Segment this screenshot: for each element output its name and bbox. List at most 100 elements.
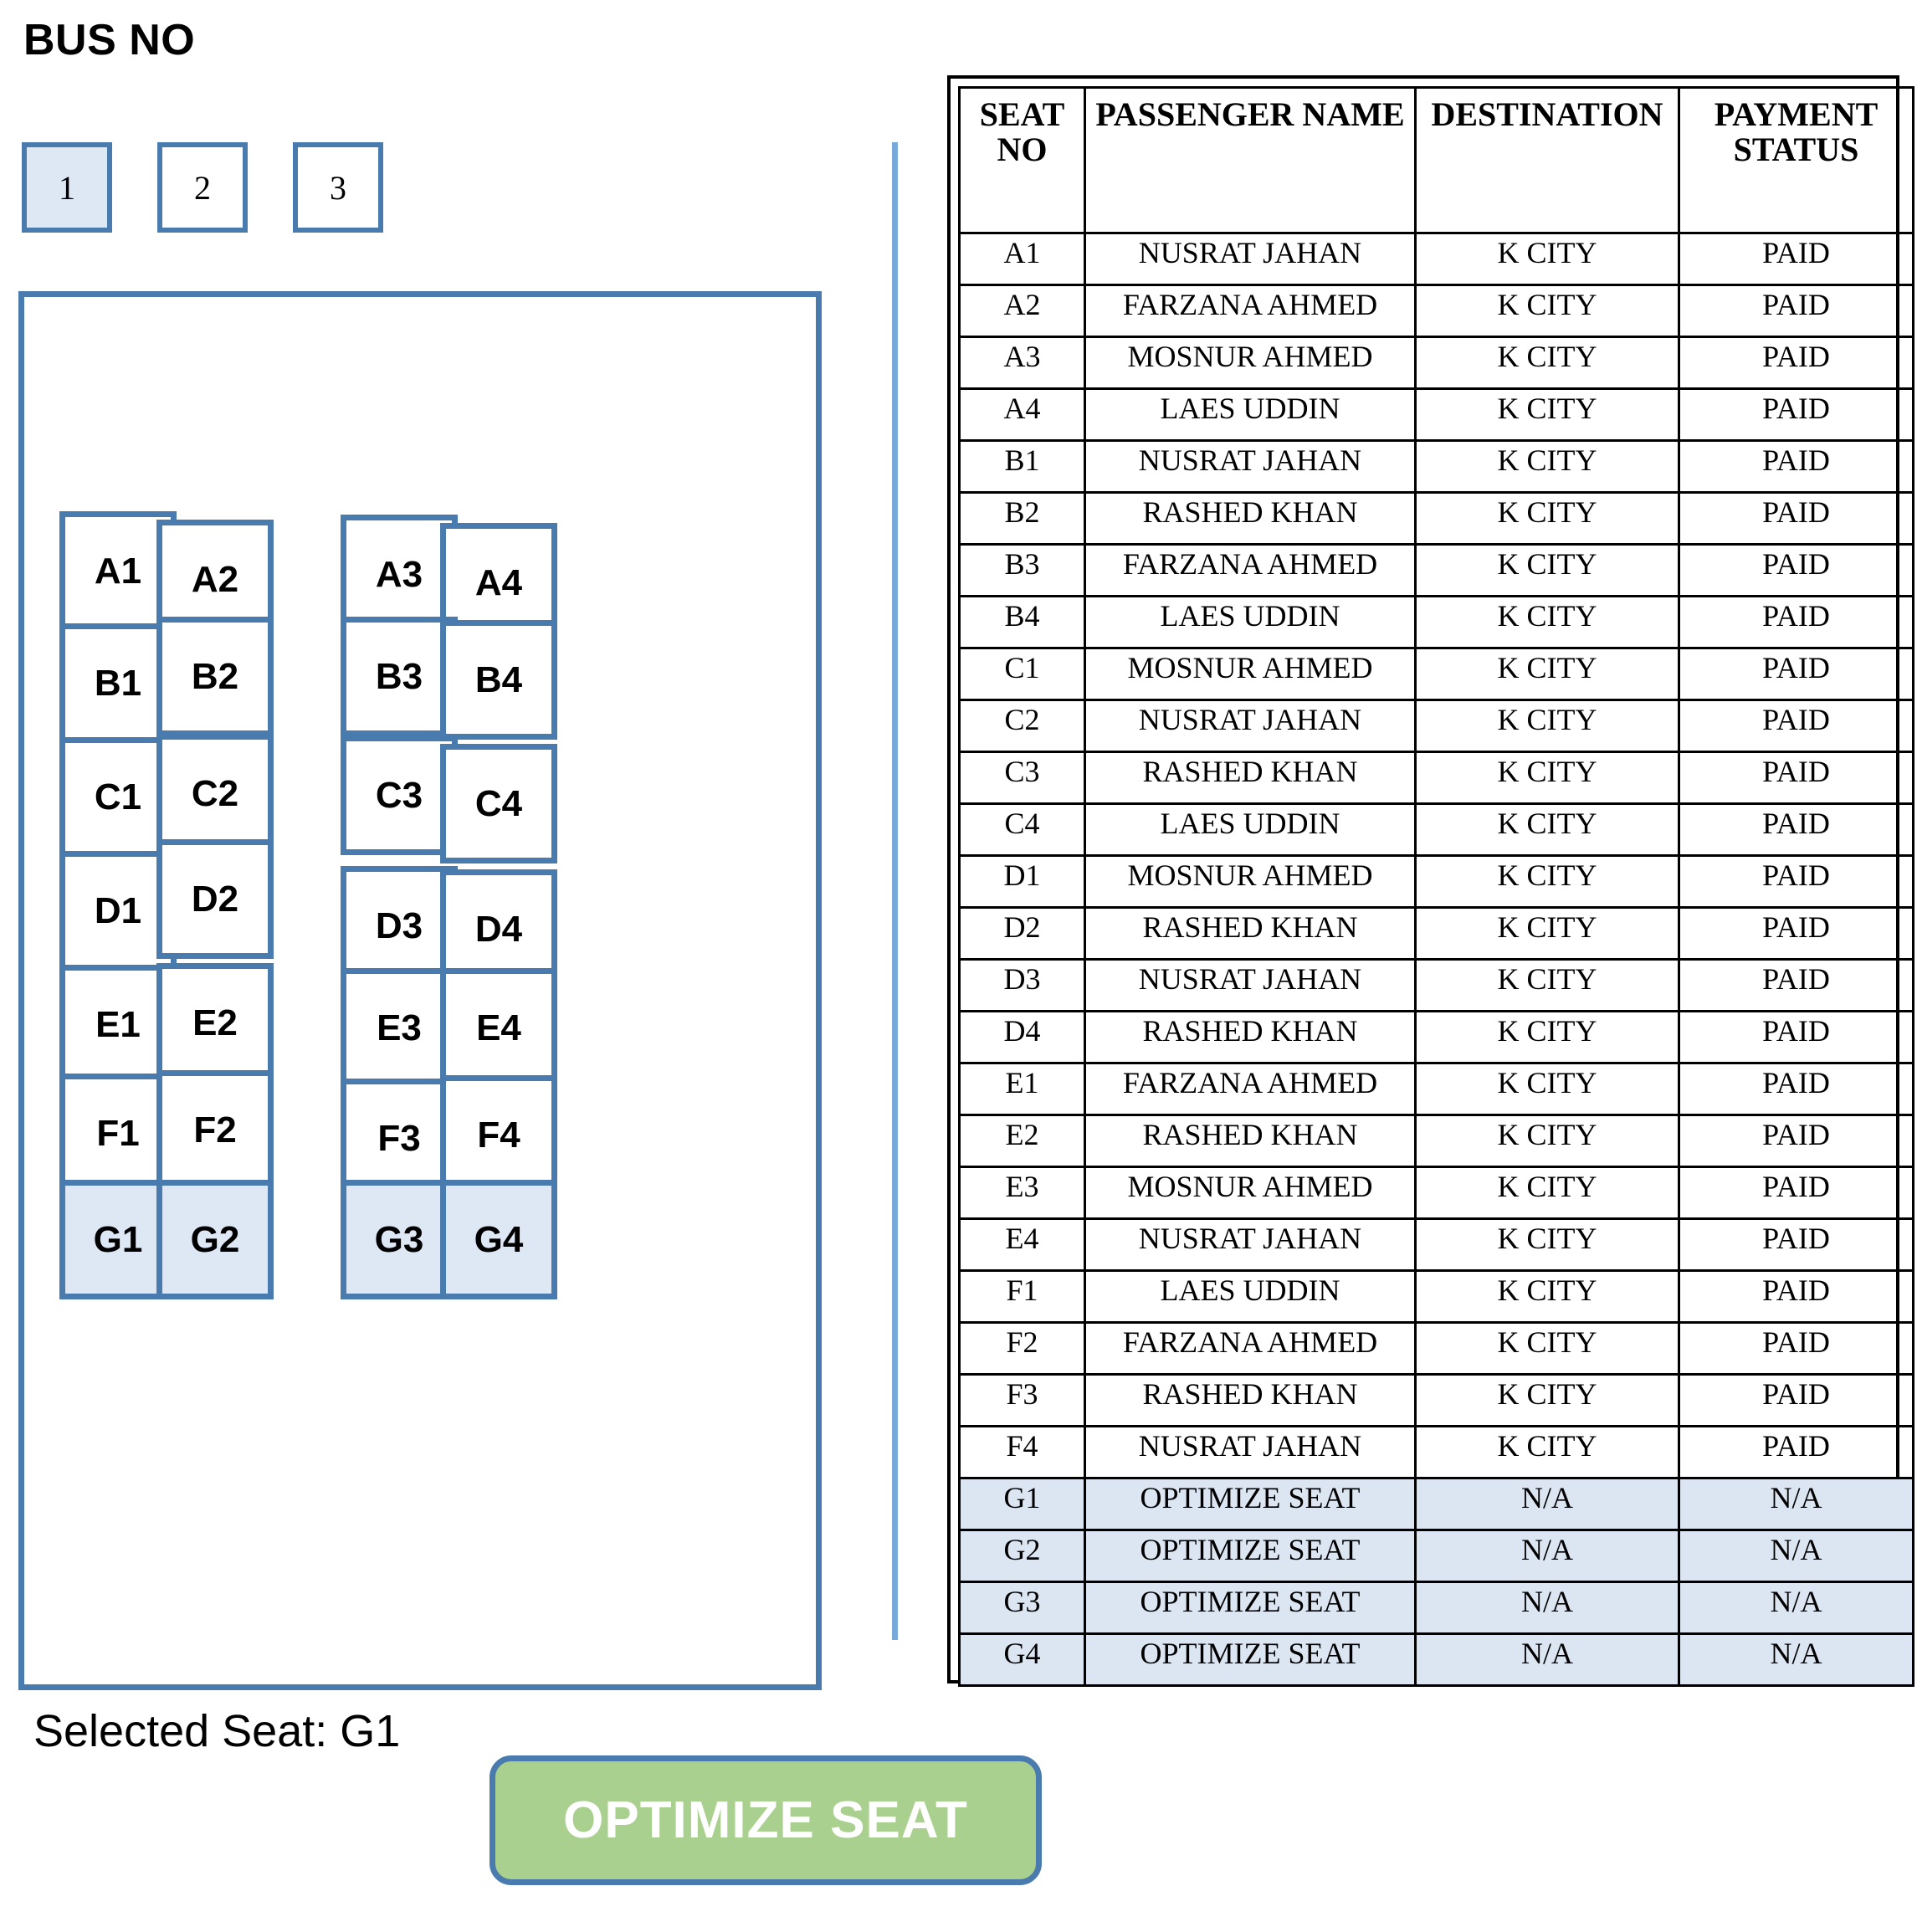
cell-payment-status: PAID xyxy=(1678,232,1914,286)
cell-passenger-name: NUSRAT JAHAN xyxy=(1084,958,1417,1012)
seat-F4[interactable]: F4 xyxy=(440,1075,557,1195)
seat-E2[interactable]: E2 xyxy=(156,963,274,1083)
cell-passenger-name: FARZANA AHMED xyxy=(1084,1321,1417,1376)
cell-payment-status: PAID xyxy=(1678,1373,1914,1427)
passenger-table: SEAT NO PASSENGER NAME DESTINATION PAYME… xyxy=(958,86,1914,1687)
seat-G2[interactable]: G2 xyxy=(156,1180,274,1299)
cell-payment-status: PAID xyxy=(1678,1425,1914,1479)
cell-seat-no: F1 xyxy=(958,1269,1086,1324)
cell-payment-status: PAID xyxy=(1678,336,1914,390)
cell-destination: K CITY xyxy=(1414,491,1680,546)
seat-G3[interactable]: G3 xyxy=(341,1180,458,1299)
seat-D2[interactable]: D2 xyxy=(156,839,274,959)
cell-seat-no: D1 xyxy=(958,854,1086,909)
cell-seat-no: G3 xyxy=(958,1581,1086,1635)
seat-D3[interactable]: D3 xyxy=(341,866,458,986)
cell-destination: K CITY xyxy=(1414,958,1680,1012)
seat-label: D2 xyxy=(191,878,239,920)
cell-payment-status: PAID xyxy=(1678,387,1914,442)
seat-C3[interactable]: C3 xyxy=(341,735,458,855)
seat-label: B1 xyxy=(94,662,142,704)
cell-payment-status: PAID xyxy=(1678,1166,1914,1220)
cell-payment-status: N/A xyxy=(1678,1632,1914,1687)
seat-B4[interactable]: B4 xyxy=(440,620,557,740)
seat-B2[interactable]: B2 xyxy=(156,617,274,736)
seat-label: A1 xyxy=(94,550,142,592)
page-title: BUS NO xyxy=(23,16,196,64)
cell-payment-status: PAID xyxy=(1678,906,1914,961)
cell-passenger-name: OPTIMIZE SEAT xyxy=(1084,1581,1417,1635)
bus-number-button-2[interactable]: 2 xyxy=(157,142,248,233)
column-header-passenger-name: PASSENGER NAME xyxy=(1084,86,1417,234)
vertical-divider xyxy=(892,142,898,1640)
cell-payment-status: PAID xyxy=(1678,751,1914,805)
cell-seat-no: A2 xyxy=(958,284,1086,338)
cell-passenger-name: LAES UDDIN xyxy=(1084,802,1417,857)
seat-label: F3 xyxy=(377,1117,421,1159)
bus-number-button-1[interactable]: 1 xyxy=(22,142,112,233)
seat-label: A3 xyxy=(375,553,423,595)
seat-label: C2 xyxy=(191,772,239,814)
cell-passenger-name: NUSRAT JAHAN xyxy=(1084,439,1417,494)
cell-seat-no: A4 xyxy=(958,387,1086,442)
passenger-table-frame: SEAT NO PASSENGER NAME DESTINATION PAYME… xyxy=(947,75,1914,1687)
cell-passenger-name: RASHED KHAN xyxy=(1084,1373,1417,1427)
cell-destination: K CITY xyxy=(1414,1166,1680,1220)
cell-destination: K CITY xyxy=(1414,595,1680,649)
cell-passenger-name: FARZANA AHMED xyxy=(1084,543,1417,597)
seat-label: D3 xyxy=(375,905,423,946)
cell-seat-no: E1 xyxy=(958,1062,1086,1116)
cell-destination: N/A xyxy=(1414,1632,1680,1687)
cell-seat-no: A3 xyxy=(958,336,1086,390)
cell-seat-no: E4 xyxy=(958,1217,1086,1272)
cell-destination: N/A xyxy=(1414,1581,1680,1635)
cell-seat-no: F2 xyxy=(958,1321,1086,1376)
seat-E4[interactable]: E4 xyxy=(440,968,557,1088)
optimize-seat-button[interactable]: OPTIMIZE SEAT xyxy=(490,1755,1042,1885)
seat-label: B2 xyxy=(191,655,239,697)
seat-label: F2 xyxy=(193,1109,237,1150)
bus-number-button-3[interactable]: 3 xyxy=(293,142,383,233)
cell-destination: K CITY xyxy=(1414,1269,1680,1324)
seat-C4[interactable]: C4 xyxy=(440,744,557,864)
cell-payment-status: PAID xyxy=(1678,958,1914,1012)
cell-destination: K CITY xyxy=(1414,906,1680,961)
seat-C2[interactable]: C2 xyxy=(156,734,274,853)
cell-payment-status: N/A xyxy=(1678,1529,1914,1583)
seat-G4[interactable]: G4 xyxy=(440,1180,557,1299)
seat-F2[interactable]: F2 xyxy=(156,1070,274,1190)
cell-payment-status: N/A xyxy=(1678,1581,1914,1635)
cell-seat-no: G4 xyxy=(958,1632,1086,1687)
cell-destination: K CITY xyxy=(1414,854,1680,909)
seat-B3[interactable]: B3 xyxy=(341,617,458,736)
